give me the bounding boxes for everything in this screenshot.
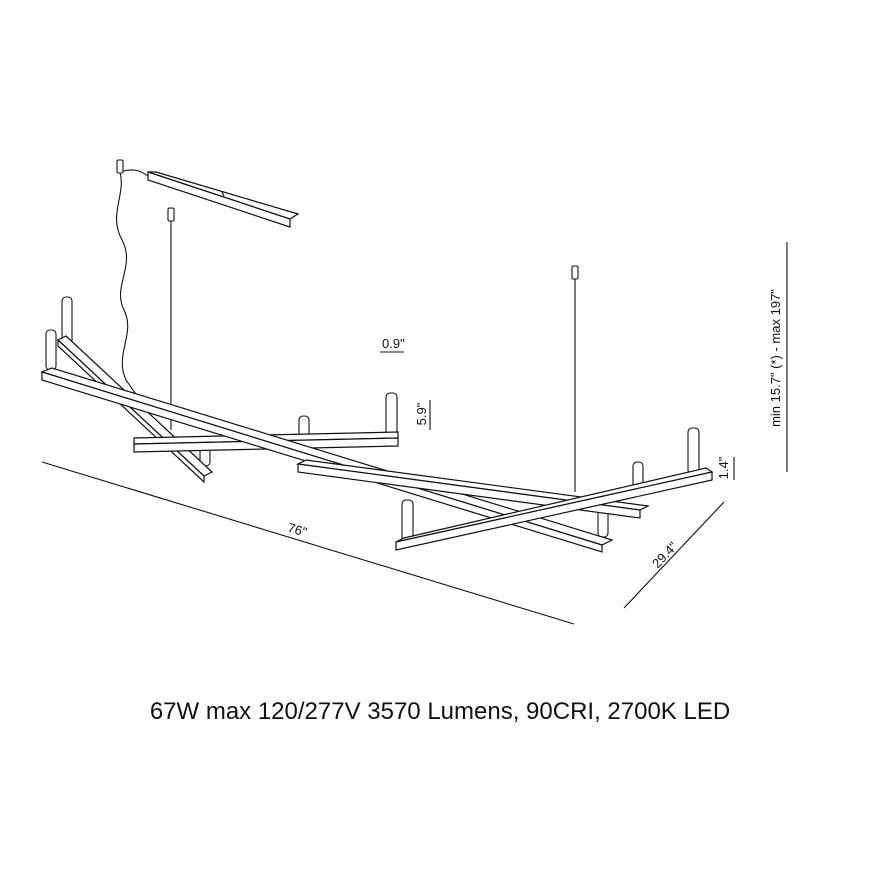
dimension-depth-label: 29.4" (649, 539, 681, 571)
upright-cans (45, 296, 700, 545)
dimension-length: 76" (41, 461, 575, 625)
dimension-bar-width: 0.9" (380, 336, 405, 353)
dimension-bar-height-label: 1.4" (716, 456, 731, 479)
spec-line: 67W max 120/277V 3570 Lumens, 90CRI, 270… (149, 698, 731, 725)
dimension-suspension: min 15.7" (*) - max 197" (768, 242, 788, 472)
dimension-bar-height: 1.4" (716, 456, 735, 480)
canopy (147, 171, 300, 228)
dimension-can-height: 5.9" (414, 400, 431, 430)
power-cord (116, 171, 141, 401)
dimension-suspension-label: min 15.7" (*) - max 197" (768, 289, 783, 427)
dimension-bar-width-label: 0.9" (382, 336, 405, 351)
cord-connector (116, 159, 124, 174)
cord-to-canopy (119, 169, 149, 177)
dimension-length-label: 76" (286, 520, 309, 540)
suspension-cables (167, 207, 579, 492)
dimension-can-height-label: 5.9" (414, 402, 429, 425)
light-bars (40, 335, 714, 553)
